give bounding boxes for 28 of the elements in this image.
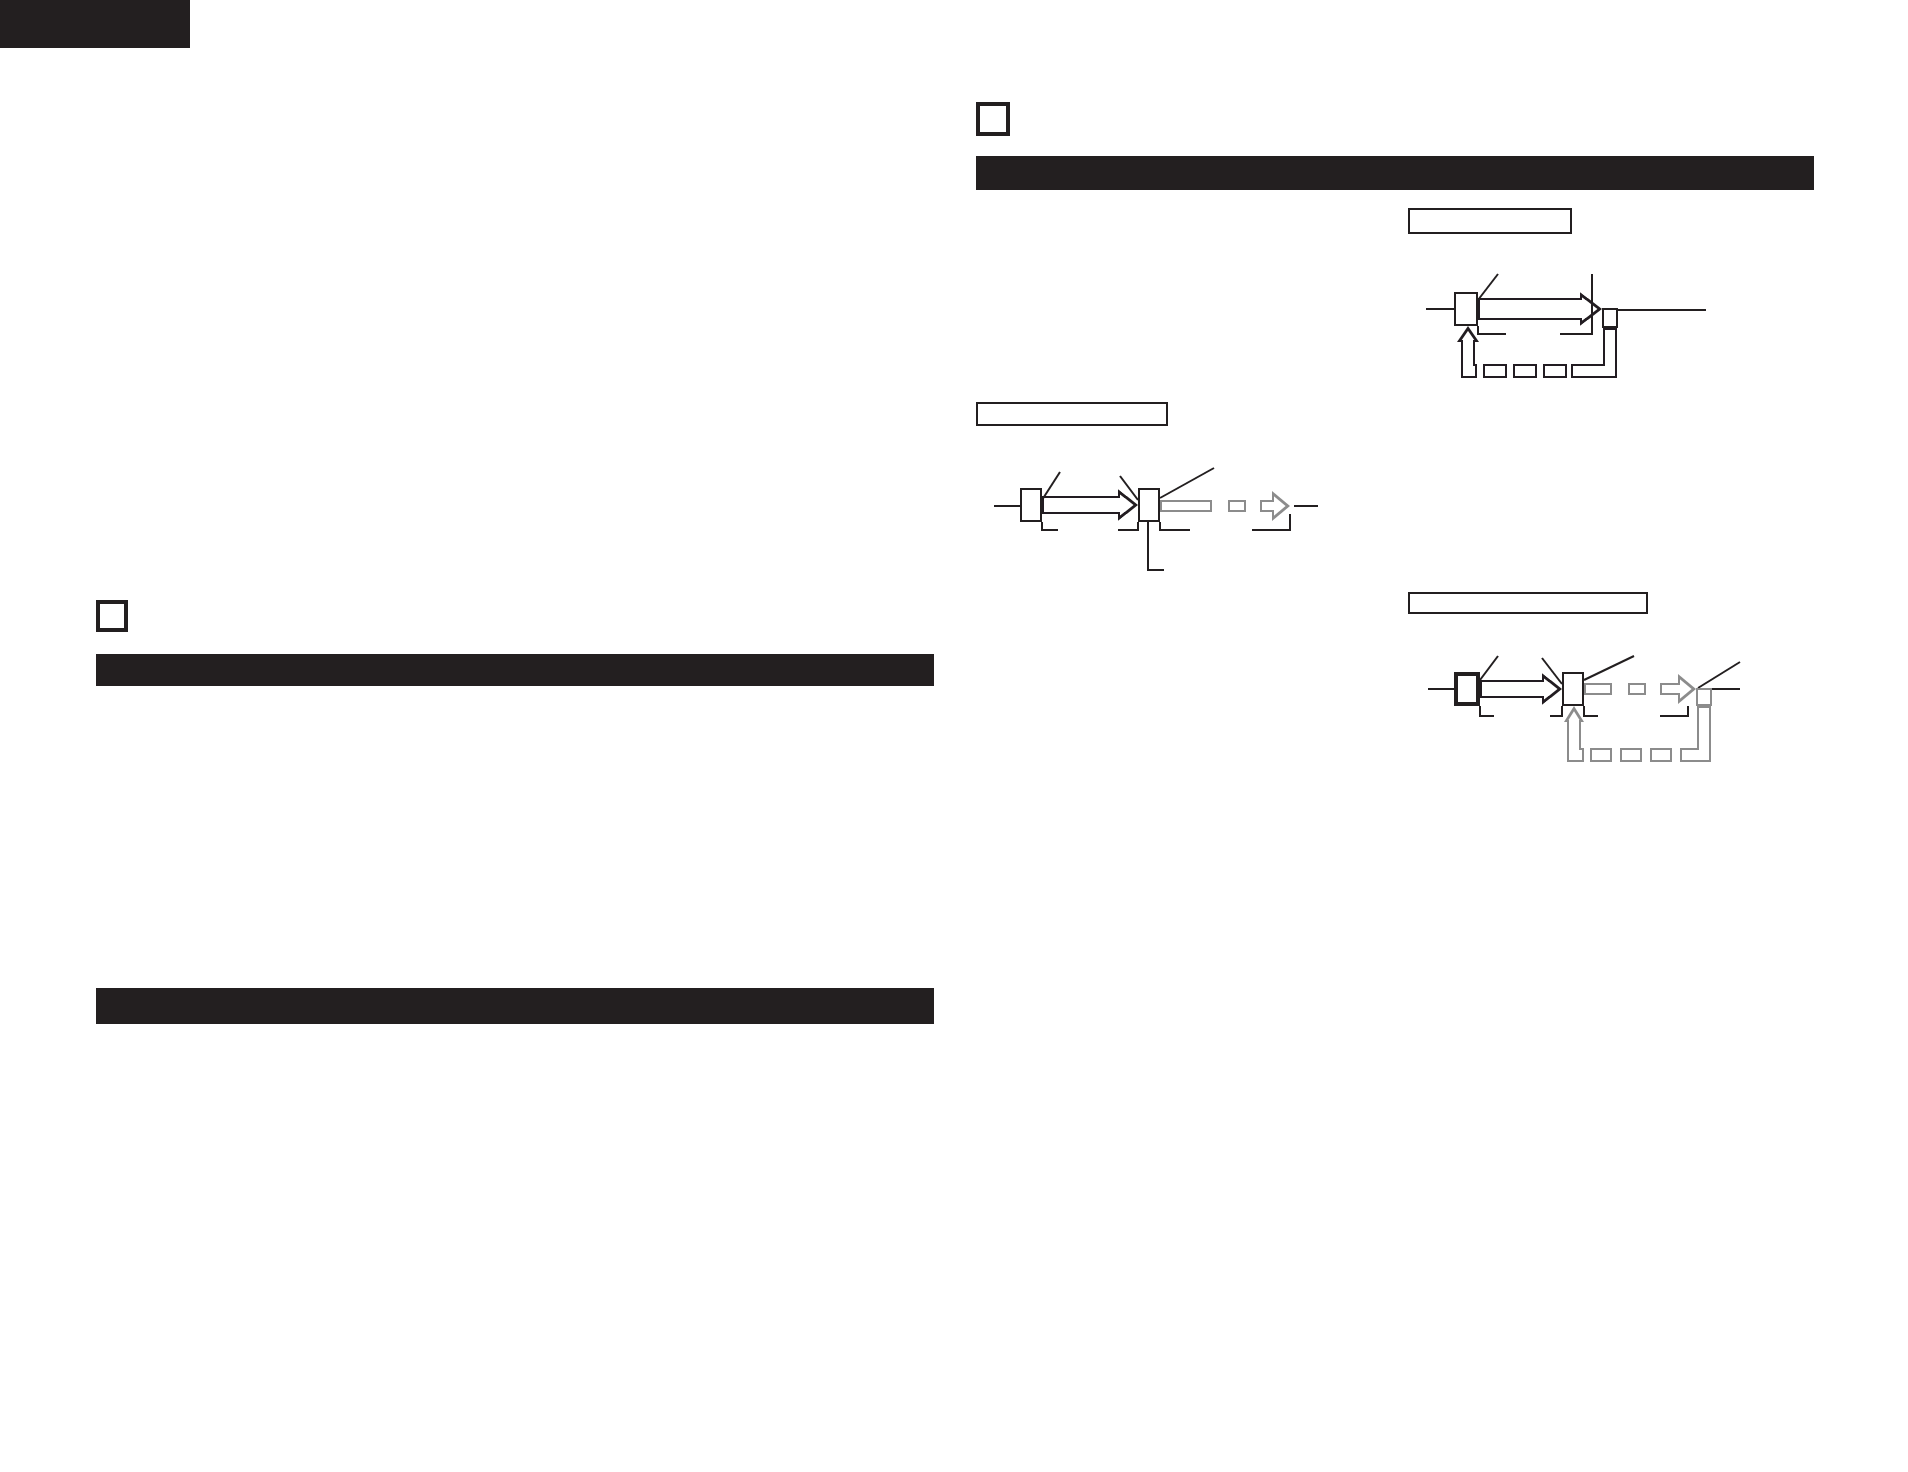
leader-line — [1477, 273, 1499, 301]
block-arrow — [1042, 489, 1138, 521]
leader-line — [1541, 657, 1563, 685]
flow-box — [1562, 672, 1584, 706]
leader-line — [1159, 467, 1215, 499]
flow-box — [1138, 488, 1160, 522]
leader-line — [993, 505, 1021, 507]
block-arrow — [1564, 706, 1711, 762]
flow-box — [1020, 488, 1042, 522]
leader-line — [1697, 661, 1741, 689]
flow-box — [1454, 292, 1478, 326]
leader-line — [1147, 521, 1165, 571]
block-arrow — [1160, 491, 1290, 521]
block-arrow — [1584, 674, 1696, 704]
leader-line — [1427, 688, 1455, 690]
flow-box — [1602, 308, 1618, 328]
leader-line — [1583, 655, 1635, 681]
flow-box — [1454, 672, 1480, 706]
leader-line — [1479, 655, 1499, 681]
leader-line — [1617, 309, 1707, 311]
block-arrow — [1457, 326, 1617, 378]
flow-box — [1696, 688, 1712, 706]
leader-line — [1041, 471, 1061, 501]
leader-line — [1119, 475, 1139, 501]
leader-line — [1425, 308, 1455, 310]
block-arrow — [1478, 292, 1602, 326]
leader-line — [1711, 688, 1741, 690]
block-arrow — [1480, 673, 1562, 705]
